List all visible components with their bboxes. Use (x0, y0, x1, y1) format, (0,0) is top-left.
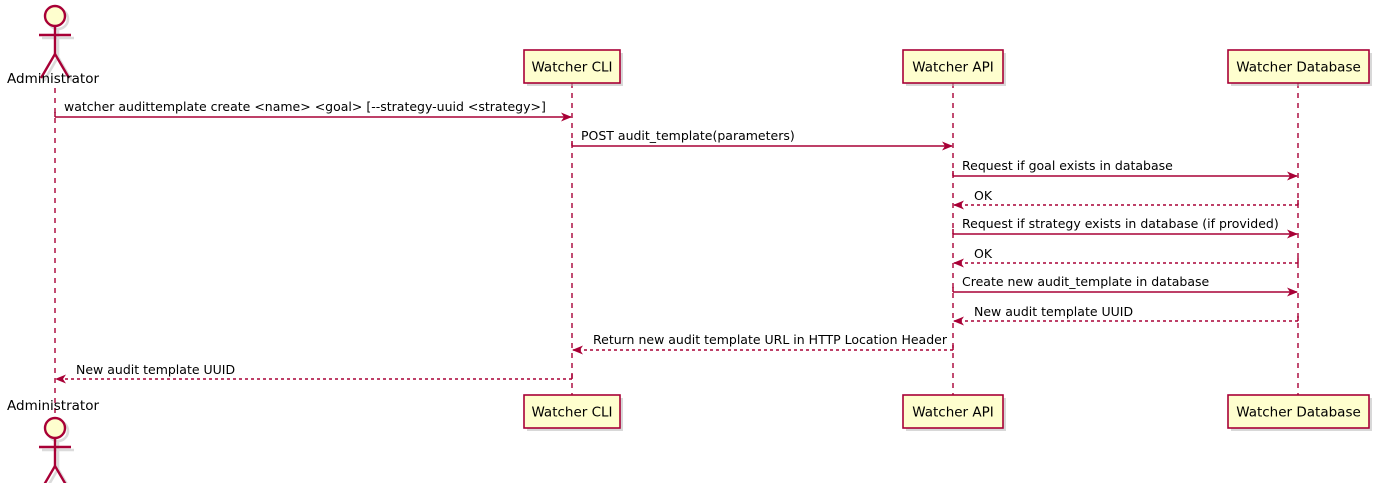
actor-head (43, 4, 67, 28)
participant-label-watcher-api: Watcher API (912, 60, 994, 76)
actor-label-administrator-bottom: Administrator (7, 398, 99, 414)
message-label-5: OK (974, 246, 993, 261)
participant-box-watcher-api-top[interactable]: Watcher API (902, 49, 1006, 86)
box-rect (902, 49, 1004, 84)
box-rect (523, 394, 621, 429)
participant-box-watcher-database-bottom[interactable]: Watcher Database (1227, 394, 1372, 431)
box-rect (1227, 49, 1370, 84)
actor-leg-right (53, 465, 67, 483)
message-label-3: OK (974, 188, 993, 203)
box-rect (902, 394, 1004, 429)
lifelines-group (54, 83, 1299, 417)
message-label-7: New audit template UUID (974, 304, 1134, 319)
participant-box-watcher-cli-bottom[interactable]: Watcher CLI (523, 394, 623, 431)
participant-label-watcher-cli: Watcher CLI (531, 60, 612, 76)
message-label-8: Return new audit template URL in HTTP Lo… (593, 332, 947, 347)
actor-administrator-top[interactable]: Administrator (7, 4, 99, 87)
message-label-9: New audit template UUID (76, 362, 236, 377)
participant-label-watcher-database: Watcher Database (1236, 60, 1361, 76)
participant-box-watcher-database-top[interactable]: Watcher Database (1227, 49, 1372, 86)
message-label-6: Create new audit_template in database (962, 274, 1210, 289)
actor-leg-left (39, 53, 57, 79)
message-label-1: POST audit_template(parameters) (581, 128, 795, 143)
actor-administrator-bottom[interactable]: Administrator (7, 398, 99, 483)
participant-label-watcher-api: Watcher API (912, 405, 994, 421)
participant-box-watcher-cli-top[interactable]: Watcher CLI (523, 49, 623, 86)
messages-group (54, 112, 1299, 384)
message-label-4: Request if strategy exists in database (… (962, 216, 1279, 231)
participant-box-watcher-api-bottom[interactable]: Watcher API (902, 394, 1006, 431)
actor-head (43, 416, 67, 440)
message-label-2: Request if goal exists in database (962, 158, 1173, 173)
actor-leg-right (53, 53, 71, 79)
actor-leg-left (43, 465, 57, 483)
box-rect (523, 49, 621, 84)
participant-label-watcher-database: Watcher Database (1236, 405, 1361, 421)
participant-label-watcher-cli: Watcher CLI (531, 405, 612, 421)
message-label-0: watcher audittemplate create <name> <goa… (64, 99, 546, 114)
actor-label-administrator-top: Administrator (7, 71, 99, 87)
box-rect (1227, 394, 1370, 429)
